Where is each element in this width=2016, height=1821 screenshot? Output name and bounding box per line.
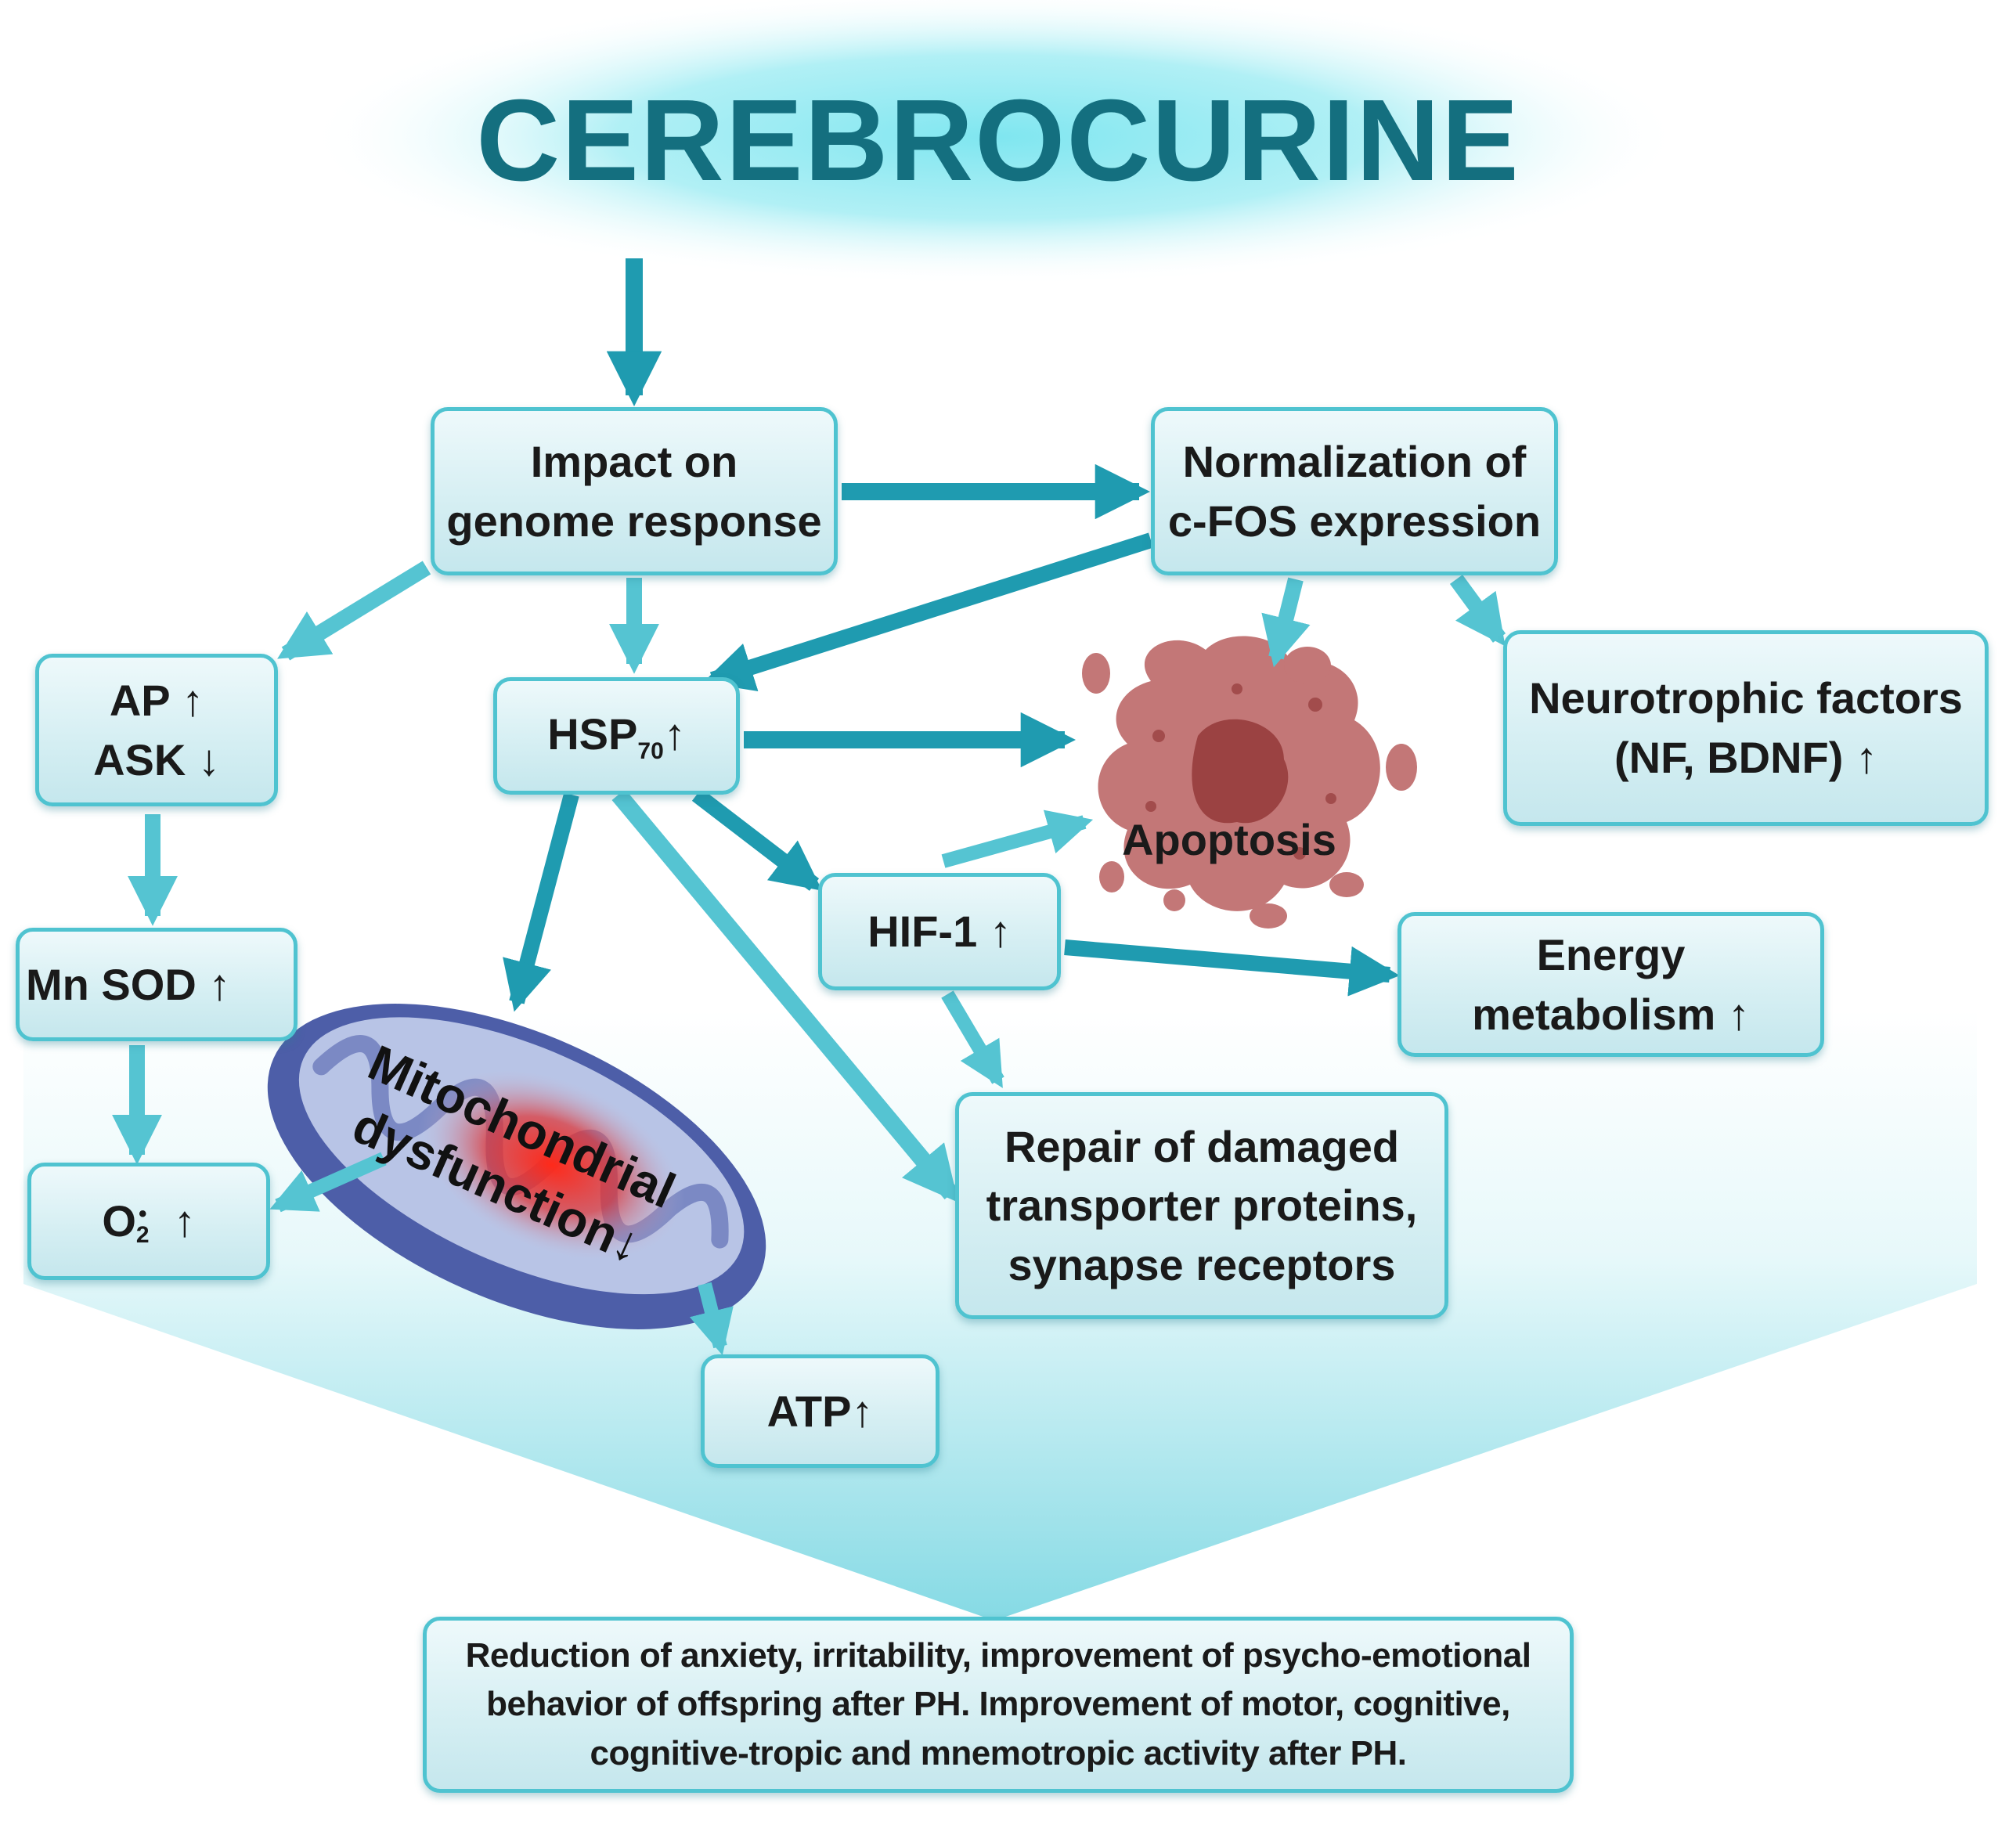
hsp-sub: 70 bbox=[637, 737, 664, 764]
arrow-cfos-to-apoptosis bbox=[1261, 577, 1311, 668]
neurotrophic-line1: Neurotrophic factors bbox=[1529, 673, 1963, 723]
mnsod-label: Mn SOD ↑ bbox=[26, 959, 231, 1009]
ask-line: ASK ↓ bbox=[93, 734, 220, 784]
outcome-box: Reduction of anxiety, irritability, impr… bbox=[423, 1617, 1574, 1793]
impact-line1: Impact on bbox=[530, 436, 738, 486]
energy-line1: Energy bbox=[1536, 929, 1686, 979]
arrow-hsp-to-repair bbox=[611, 788, 959, 1203]
page-title: CEREBROCURINE bbox=[476, 76, 1520, 205]
impact-genome-box: Impact on genome response bbox=[431, 407, 838, 575]
outcome-line2: behavior of offspring after PH. Improvem… bbox=[486, 1685, 1510, 1724]
title-glow bbox=[305, 0, 1683, 286]
cfos-box: Normalization of c-FOS expression bbox=[1151, 407, 1558, 575]
impact-line2: genome response bbox=[446, 496, 822, 546]
neurotrophic-box: Neurotrophic factors (NF, BDNF) ↑ bbox=[1503, 630, 1989, 826]
superoxide-sub: 2 bbox=[135, 1222, 150, 1249]
cfos-line1: Normalization of bbox=[1182, 436, 1527, 486]
repair-line1: Repair of damaged bbox=[1004, 1121, 1400, 1171]
outcome-line1: Reduction of anxiety, irritability, impr… bbox=[465, 1635, 1531, 1675]
arrow-hsp-to-mito bbox=[503, 792, 579, 1012]
repair-box: Repair of damaged transporter proteins, … bbox=[955, 1092, 1448, 1319]
energy-line2: metabolism ↑ bbox=[1472, 989, 1750, 1039]
hsp-base: HSP bbox=[547, 709, 638, 759]
atp-label: ATP↑ bbox=[766, 1386, 874, 1436]
ap-line: AP ↑ bbox=[109, 675, 204, 725]
mnsod-box: Mn SOD ↑ bbox=[16, 928, 298, 1041]
cfos-line2: c-FOS expression bbox=[1167, 496, 1542, 546]
energy-metabolism-box: Energy metabolism ↑ bbox=[1397, 912, 1824, 1057]
arrow-hif-to-energy bbox=[1064, 939, 1400, 997]
hif-label: HIF-1 ↑ bbox=[867, 907, 1012, 957]
arrow-mito-to-atp bbox=[689, 1282, 734, 1356]
atp-box: ATP↑ bbox=[701, 1354, 939, 1468]
hif1-box: HIF-1 ↑ bbox=[818, 873, 1061, 990]
hsp70-box: HSP70↑ bbox=[493, 677, 740, 795]
superoxide-arrow: ↑ bbox=[173, 1196, 196, 1246]
hsp-arrow: ↑ bbox=[663, 709, 686, 759]
superoxide-box: O•2 ↑ bbox=[27, 1163, 270, 1280]
arrow-cfos-to-neurotrophic bbox=[1449, 575, 1506, 647]
superoxide-radical-dot: • bbox=[138, 1201, 147, 1228]
repair-line2: transporter proteins, bbox=[986, 1181, 1418, 1231]
arrow-hsp-to-hif bbox=[691, 788, 823, 891]
arrow-mito-to-superoxide bbox=[269, 1152, 387, 1213]
arrow-hif-to-repair bbox=[941, 990, 1004, 1088]
arrow-hif-to-apoptosis bbox=[941, 810, 1094, 868]
repair-line3: synapse receptors bbox=[1008, 1239, 1396, 1289]
outcome-line3: cognitive-tropic and mnemotropic activit… bbox=[590, 1733, 1407, 1772]
arrow-impact-to-ap bbox=[277, 561, 431, 661]
neurotrophic-line2: (NF, BDNF) ↑ bbox=[1614, 733, 1877, 782]
superoxide-base: O bbox=[102, 1196, 136, 1246]
ap-ask-box: AP ↑ ASK ↓ bbox=[35, 654, 278, 806]
apoptosis-label: Apoptosis bbox=[1122, 815, 1336, 864]
arrow-cfos-to-hsp bbox=[702, 532, 1154, 691]
